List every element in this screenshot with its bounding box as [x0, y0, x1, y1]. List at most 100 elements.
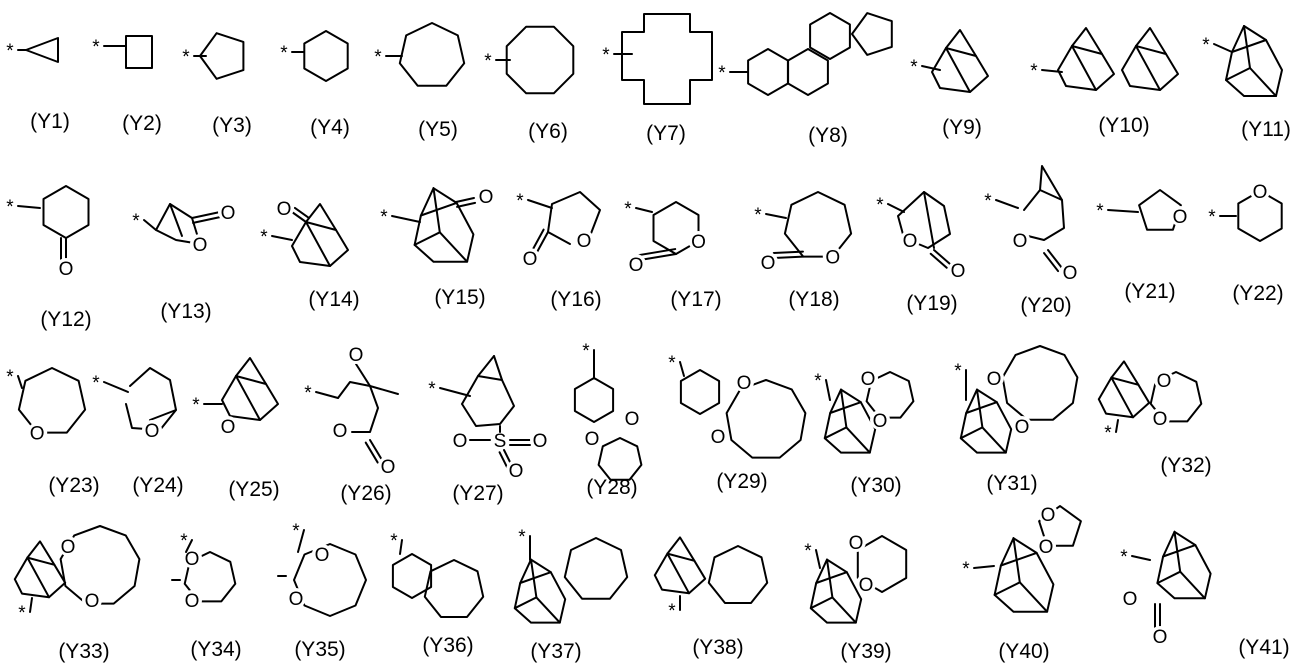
structure-y13: OO*(Y13) [132, 202, 238, 323]
attachment-point-star: * [962, 559, 970, 580]
oxygen-atom: O [315, 545, 330, 566]
oxygen-atom: O [761, 253, 776, 274]
bond [478, 356, 494, 376]
bond [222, 376, 278, 420]
attachment-point-star: * [304, 383, 312, 404]
bond [922, 66, 940, 70]
compound-label: (Y13) [160, 300, 211, 323]
structure-y28: OO*(Y28) [575, 341, 642, 499]
bond [924, 192, 934, 248]
compound-label: (Y26) [340, 482, 391, 505]
oxygen-atom: O [951, 261, 966, 282]
structure-y6: *(Y6) [484, 27, 573, 143]
attachment-point-star: * [668, 353, 676, 374]
bond [1136, 46, 1160, 90]
bond [974, 566, 994, 568]
bond [811, 597, 833, 608]
oxygen-atom: O [625, 409, 640, 430]
structure-y37: * (Y37) [515, 527, 627, 663]
oxygen-atom: O [349, 345, 364, 366]
compound-label: (Y8) [808, 124, 848, 147]
bond [1048, 250, 1062, 268]
bond [18, 206, 40, 208]
compound-label: (Y9) [942, 116, 982, 139]
bond [304, 31, 347, 81]
oxygen-atom: O [737, 373, 752, 394]
oxygen-atom: O [145, 421, 160, 442]
compound-label: (Y3) [212, 114, 252, 137]
attachment-point-star: * [182, 47, 190, 68]
compound-label: (Y28) [586, 476, 637, 499]
bond [18, 376, 22, 388]
structure-y8: *(Y8) [718, 13, 892, 147]
bond [548, 192, 600, 236]
bond [1099, 378, 1149, 418]
oxygen-atom: O [509, 461, 524, 482]
oxygen-atom: O [873, 411, 888, 432]
structure-y19: OO*(Y19) [876, 192, 968, 315]
bond [766, 214, 786, 218]
bond [934, 250, 950, 264]
bond [272, 236, 292, 240]
compound-label: (Y18) [788, 288, 839, 311]
oxygen-atom: O [221, 417, 236, 438]
bond [825, 427, 847, 438]
structure-y22: O * (Y22) [1208, 181, 1283, 305]
structure-y24: O*(Y24) [92, 368, 183, 497]
attachment-point-star: * [1120, 547, 1128, 568]
oxygen-atom: O [479, 187, 494, 208]
compound-label: (Y12) [40, 308, 91, 331]
bond [680, 362, 684, 376]
structure-y25: O*(Y25) [192, 358, 279, 501]
compound-label: (Y22) [1232, 282, 1283, 305]
bond [528, 200, 552, 208]
attachment-point-star: * [92, 373, 100, 394]
attachment-point-star: * [1208, 207, 1216, 228]
bond [494, 356, 502, 380]
compound-label: (Y5) [418, 118, 458, 141]
structure-y16: OO*(Y16) [516, 191, 601, 311]
oxygen-atom: O [1123, 589, 1138, 610]
attachment-point-star: * [582, 341, 590, 362]
structure-y14: O*(Y14) [260, 198, 359, 311]
oxygen-atom: O [1253, 182, 1268, 203]
attachment-point-star: * [518, 527, 526, 548]
bond [457, 203, 475, 207]
attachment-point-star: * [754, 205, 762, 226]
structure-y27: OSOO*(Y27) [428, 356, 550, 505]
attachment-point-star: * [18, 603, 26, 624]
structure-y26: OOO*(Y26) [304, 344, 398, 505]
oxygen-atom: O [333, 421, 348, 442]
oxygen-atom: O [533, 431, 548, 452]
bond [1058, 46, 1114, 90]
structure-y21: O*(Y21) [1096, 190, 1190, 303]
attachment-point-star: * [1096, 201, 1104, 222]
attachment-point-star: * [192, 395, 200, 416]
bond [788, 49, 828, 95]
compound-label: (Y2) [122, 112, 162, 135]
attachment-point-star: * [624, 199, 632, 220]
compound-label: (Y37) [530, 640, 581, 663]
structure-y10: *(Y10) [1030, 28, 1178, 137]
compound-label: (Y31) [986, 472, 1037, 495]
attachment-point-star: * [6, 41, 14, 62]
attachment-point-star: * [804, 541, 812, 562]
bond [531, 560, 551, 573]
oxygen-atom: O [289, 589, 304, 610]
structure-y12: O*(Y12) [6, 186, 91, 331]
compound-label: (Y35) [294, 638, 345, 661]
compound-label: (Y10) [1098, 114, 1149, 137]
bond [306, 222, 330, 266]
oxygen-atom: O [711, 427, 726, 448]
attachment-point-star: * [1202, 35, 1210, 56]
structure-y33: OO*(Y33) [15, 526, 140, 663]
bond [1044, 253, 1058, 271]
compound-label: (Y14) [308, 288, 359, 311]
bond [548, 232, 570, 244]
oxygen-atom: O [859, 575, 874, 596]
bond [434, 188, 457, 203]
bond [370, 386, 398, 394]
compound-label: (Y39) [840, 640, 891, 663]
oxygen-atom: O [577, 231, 592, 252]
bond [536, 232, 548, 254]
